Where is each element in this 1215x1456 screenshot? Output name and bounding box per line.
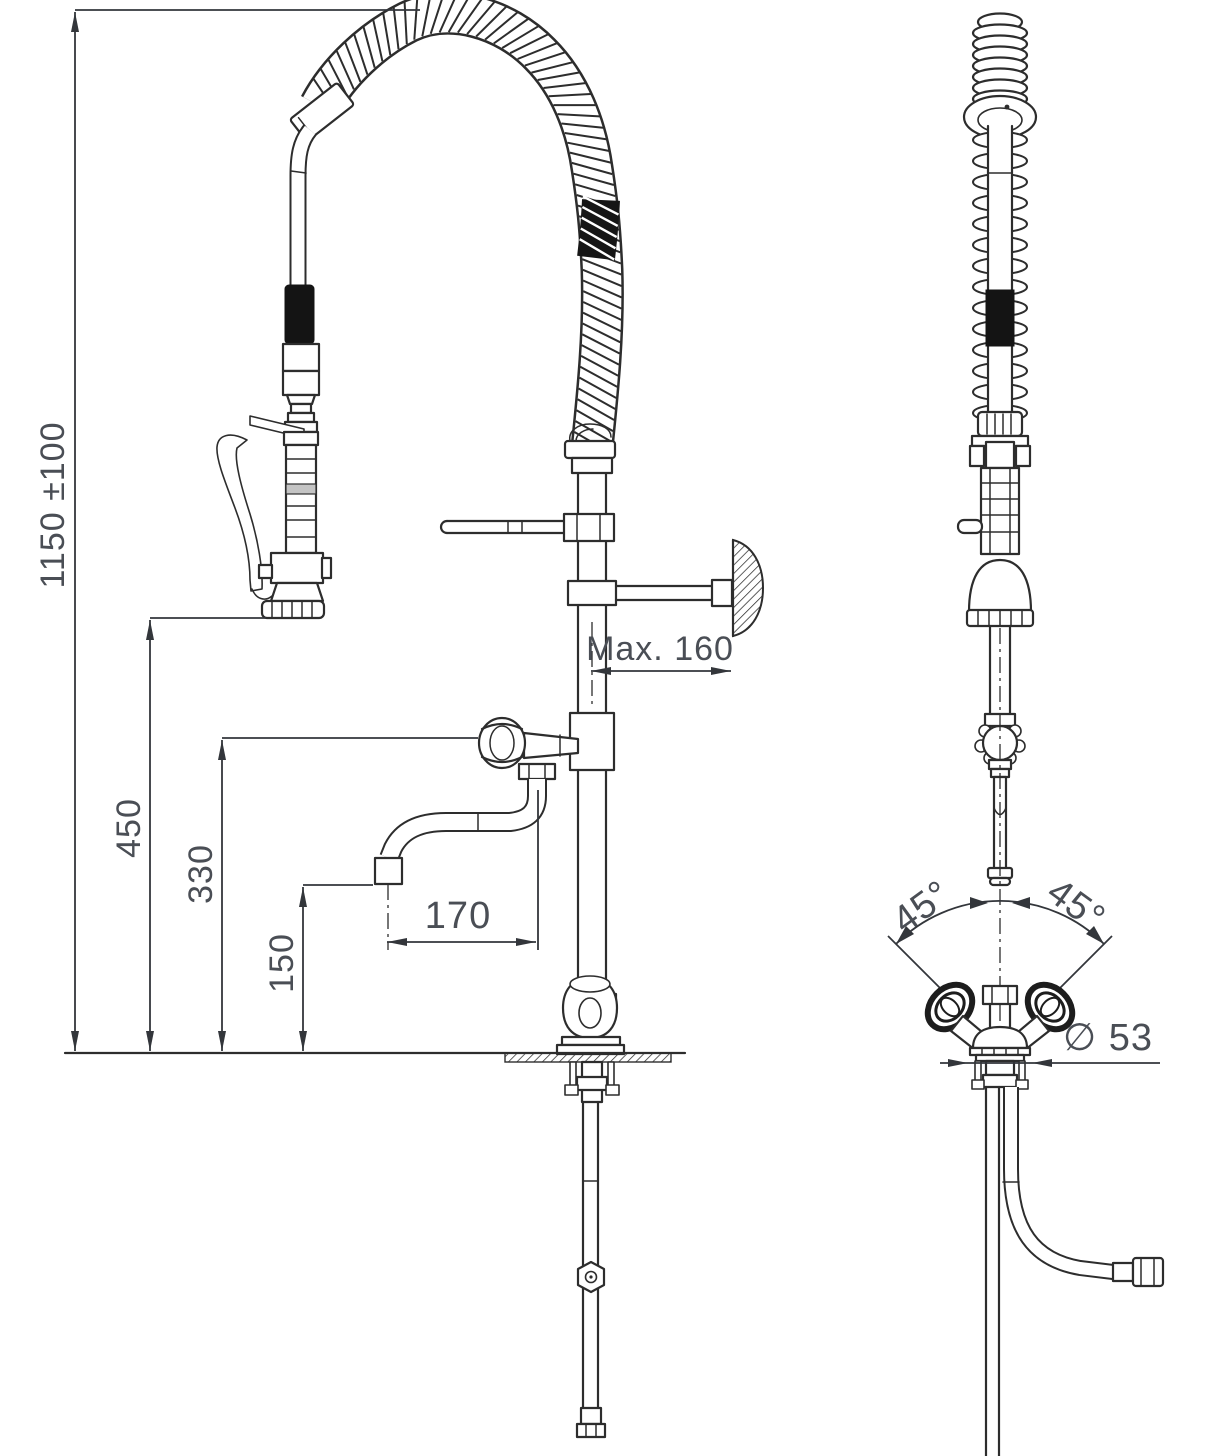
hose-nut xyxy=(1131,1256,1165,1288)
dimension-450: 450 xyxy=(110,617,266,1051)
dim-450-label: 450 xyxy=(110,798,148,858)
coil-spring-hose xyxy=(301,0,624,454)
dimension-overall-height: 1150 ±100 xyxy=(34,9,420,1051)
dimension-330: 330 xyxy=(182,737,478,1051)
gun-head-side xyxy=(956,410,1035,628)
dim-diameter-label: ∅ 53 xyxy=(1063,1017,1153,1059)
dim-max-160-label: Max. 160 xyxy=(586,630,734,668)
side-under-mounting xyxy=(971,1059,1029,1090)
trigger-lever xyxy=(216,434,263,592)
dim-150-label: 150 xyxy=(263,933,301,993)
front-view xyxy=(63,0,765,1439)
base-body xyxy=(555,975,626,1056)
riser-column xyxy=(439,423,765,987)
coil-stack-top xyxy=(971,12,1029,109)
dimension-diameter-53: ∅ 53 xyxy=(940,1017,1160,1067)
gun-handle-side xyxy=(985,124,1015,424)
flexible-hose xyxy=(1002,1087,1165,1288)
dim-45-right-label: 45° xyxy=(1039,871,1113,941)
dim-330-label: 330 xyxy=(182,844,220,904)
dimension-170: 170 xyxy=(387,790,539,950)
side-faucet-knob xyxy=(477,716,527,770)
dim-170-label: 170 xyxy=(425,895,491,937)
side-faucet xyxy=(373,716,580,950)
spring-holder-collar xyxy=(563,439,617,460)
gun-knurled-nut xyxy=(260,599,326,620)
dim-45-left-label: 45° xyxy=(885,873,959,943)
wall-plate xyxy=(732,538,765,638)
spout-outlet xyxy=(373,856,404,886)
countertop-section xyxy=(63,1051,687,1063)
supply-pipe xyxy=(575,1100,607,1439)
mixer-handles-45deg xyxy=(924,981,1076,1063)
side-view xyxy=(887,12,1165,1456)
dimension-max-160: Max. 160 xyxy=(586,630,734,675)
under-counter-mounting xyxy=(564,1060,620,1104)
gun-hook-arm xyxy=(439,512,616,543)
wall-bracket xyxy=(566,538,765,638)
side-supply-pipe xyxy=(984,1085,1001,1456)
gun-side-lever xyxy=(956,518,984,535)
dimension-150: 150 xyxy=(263,884,373,1051)
hose-elbow-fitting xyxy=(289,82,355,286)
spray-gun xyxy=(216,284,333,620)
dim-overall-height-label: 1150 ±100 xyxy=(34,422,72,589)
